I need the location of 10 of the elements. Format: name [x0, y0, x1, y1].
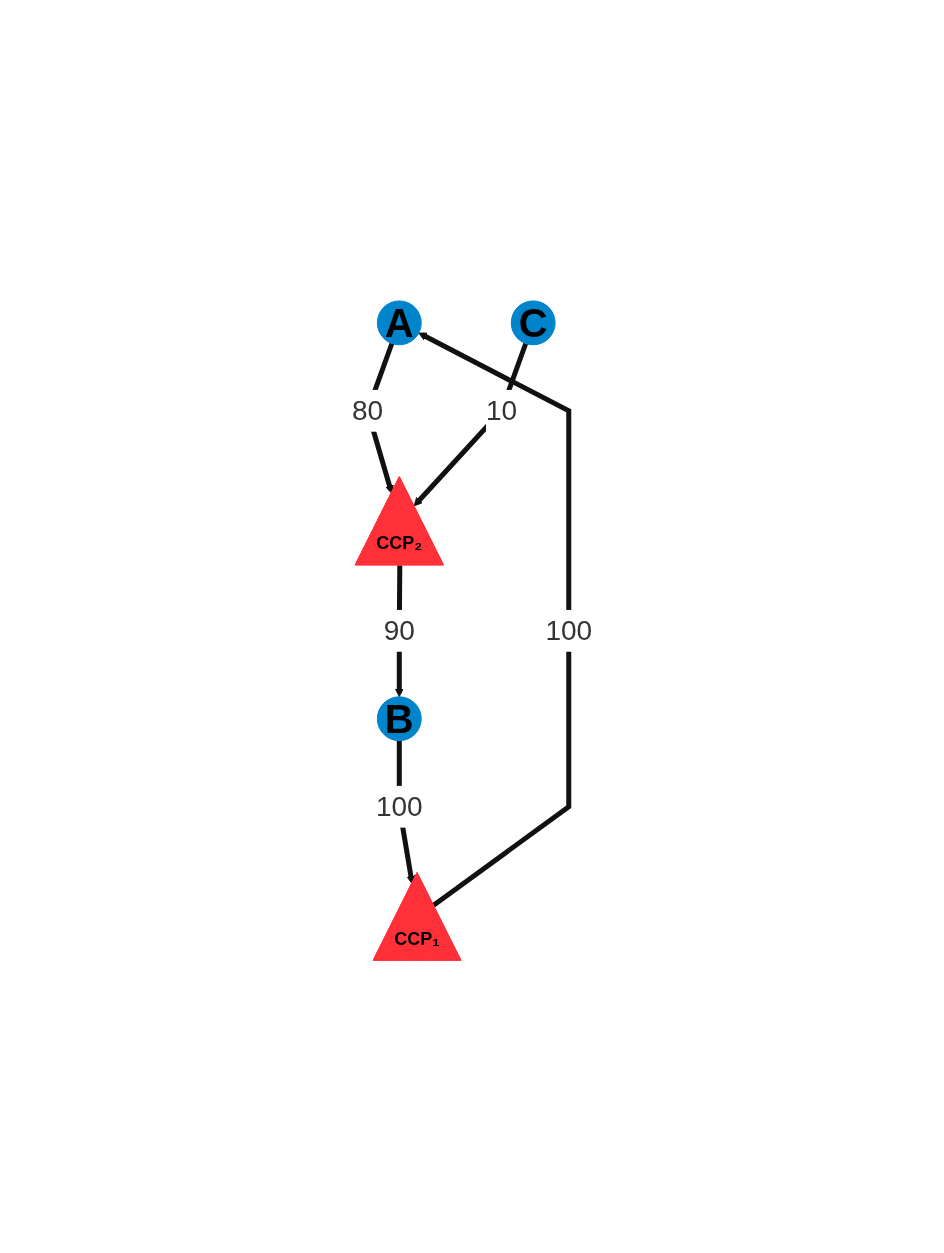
edge-label: 80 [351, 394, 384, 426]
arrow [418, 332, 572, 908]
edge-label: 100 [545, 614, 593, 646]
edge-label: 10 [485, 394, 517, 426]
arrow [413, 342, 529, 507]
node-circle: B [376, 696, 422, 742]
edge-label: 100 [375, 790, 423, 822]
node-circle: C [510, 300, 556, 346]
node-circle: A [376, 300, 422, 346]
edge-label: 90 [383, 614, 415, 646]
